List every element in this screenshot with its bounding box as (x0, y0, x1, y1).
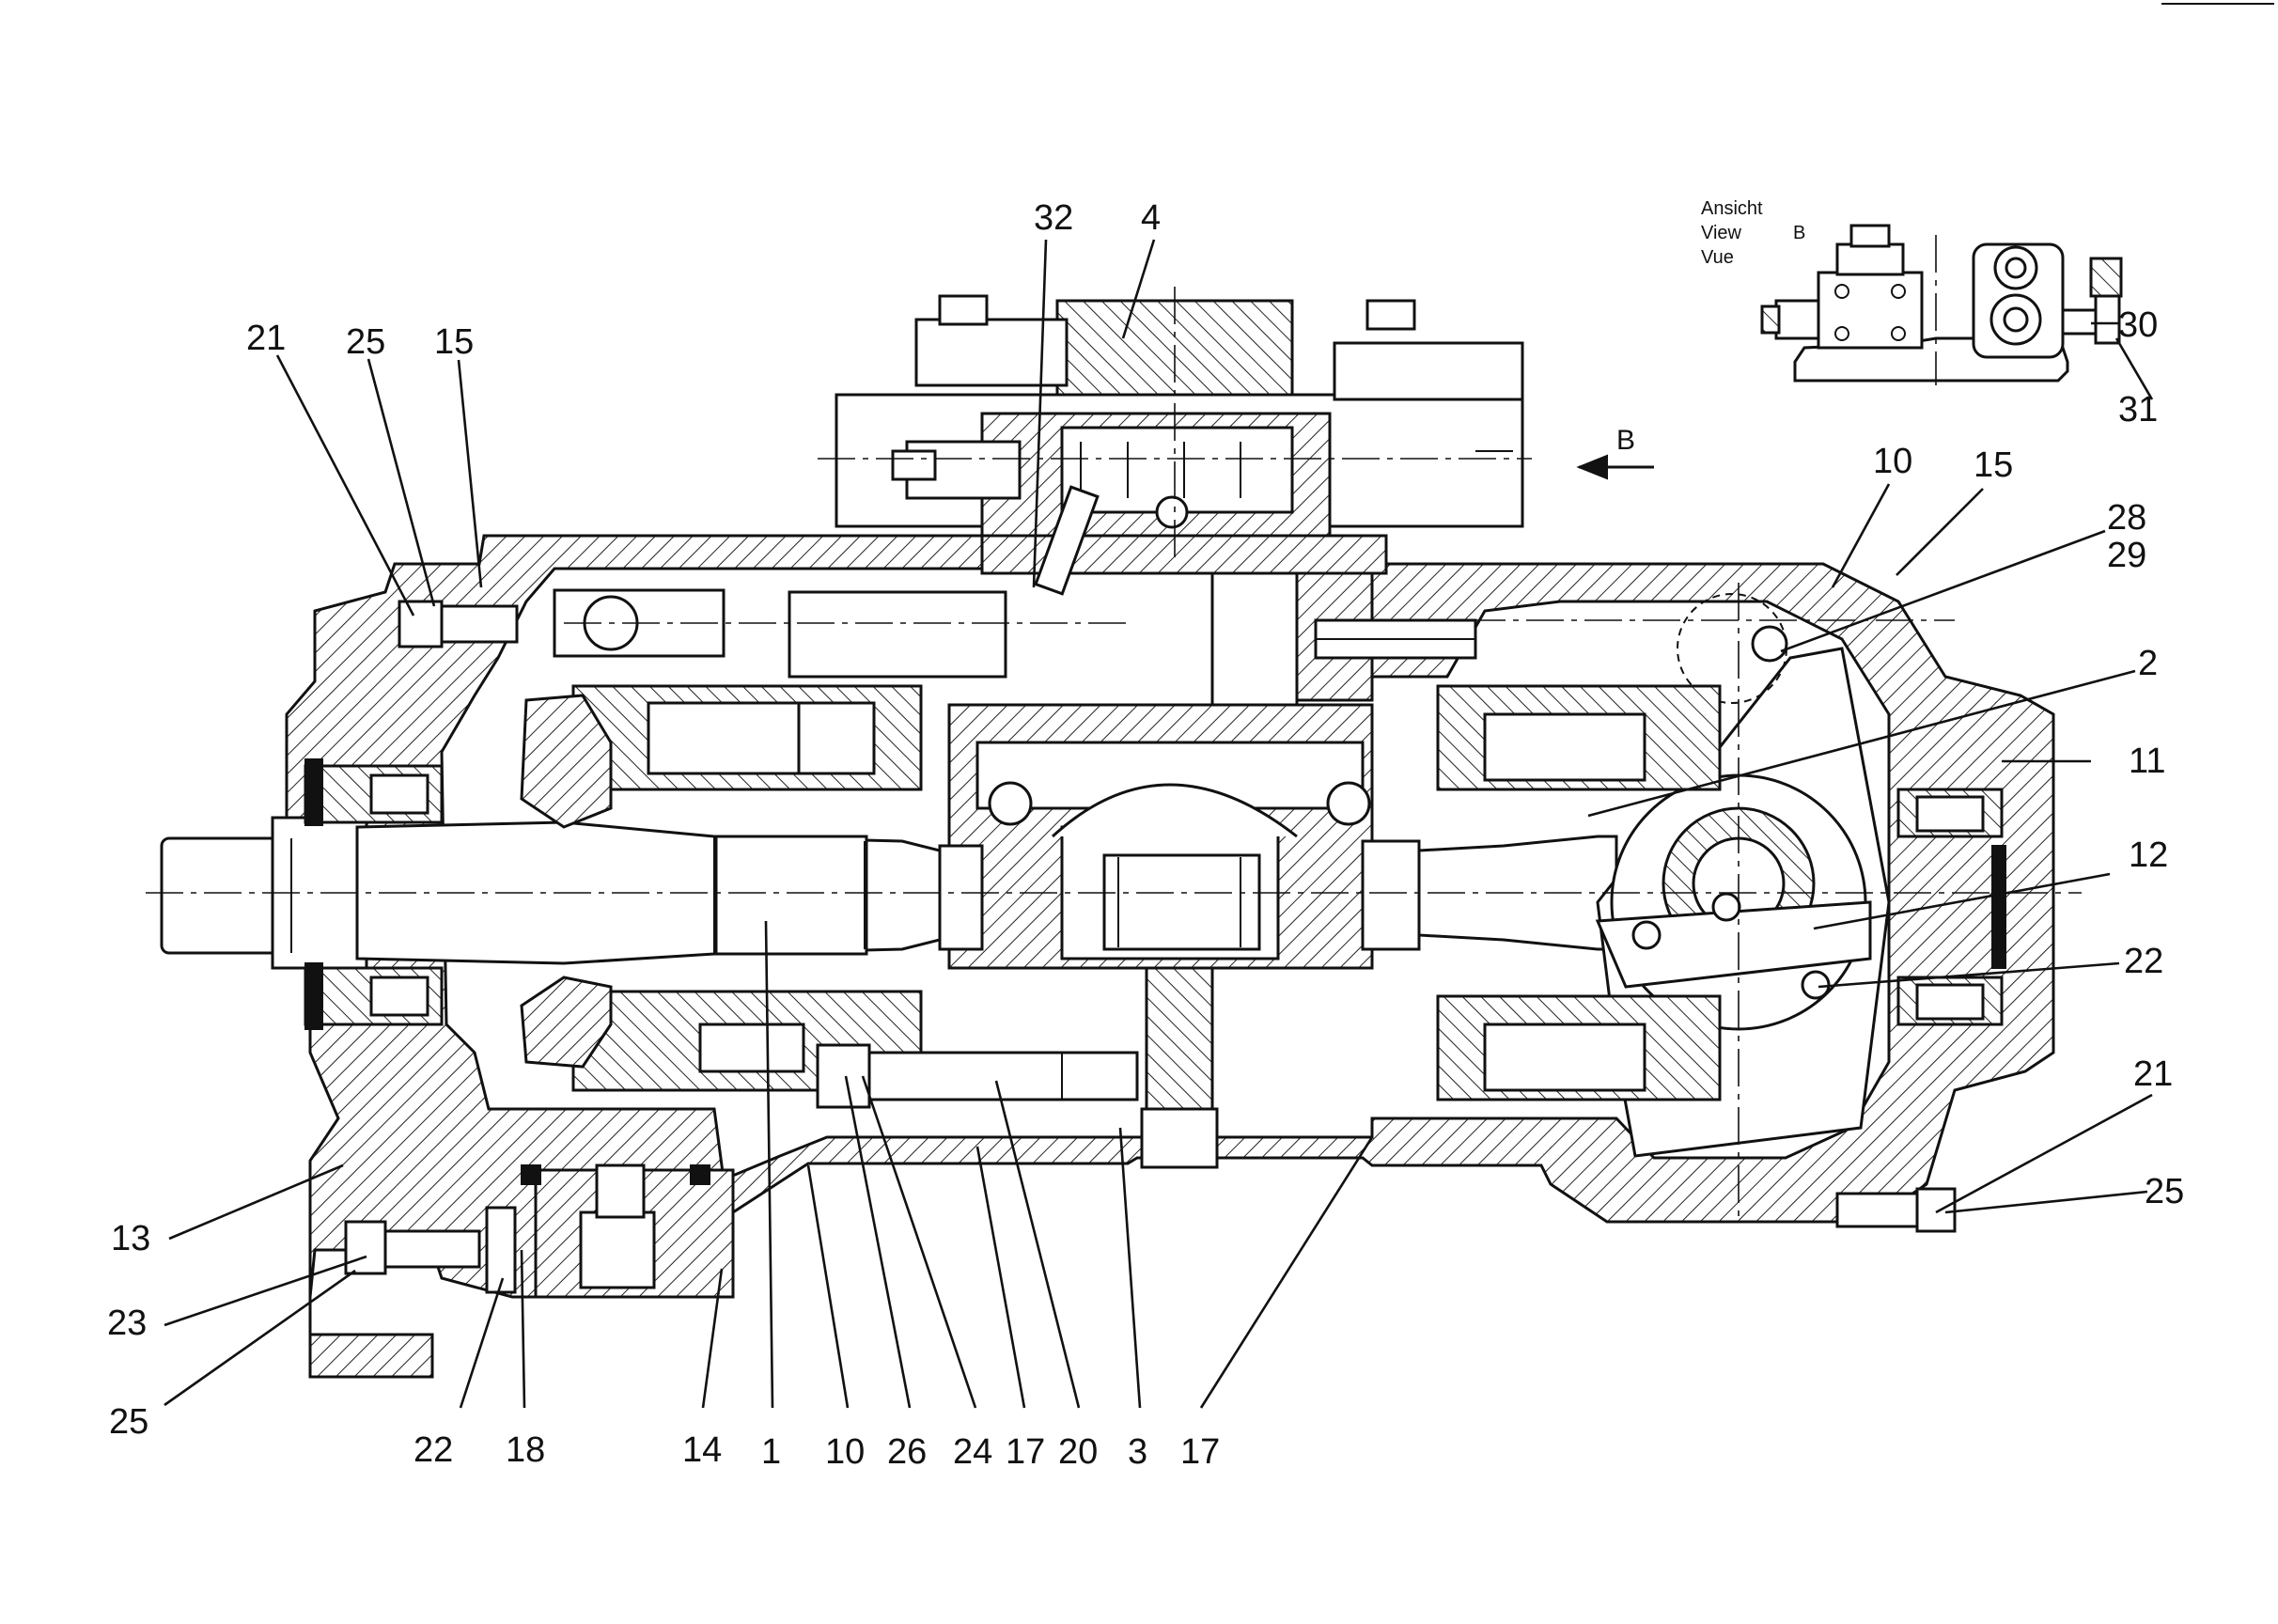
left-pistons (520, 684, 923, 1092)
label-32: 32 (1034, 198, 1073, 238)
label-13: 13 (111, 1219, 150, 1258)
label-4: 4 (1141, 198, 1161, 238)
label-21-top-left: 21 (246, 319, 286, 358)
label-21-right: 21 (2133, 1054, 2173, 1094)
label-12: 12 (2129, 835, 2168, 875)
label-20: 20 (1058, 1432, 1098, 1472)
tie-bolt (816, 1043, 1139, 1109)
label-10-top-right: 10 (1873, 442, 1912, 481)
label-15-top-right: 15 (1974, 445, 2013, 485)
right-pistons (1436, 684, 1722, 1101)
label-18: 18 (506, 1430, 545, 1470)
leader-lines (164, 239, 2154, 1409)
servo-cylinder (553, 562, 1477, 707)
label-11: 11 (2129, 742, 2165, 781)
control-valve (835, 294, 1524, 596)
view-b-arrow (1576, 454, 1654, 480)
label-30: 30 (2118, 305, 2158, 345)
caption-letter-b: B (1793, 223, 1805, 243)
label-25-top-left: 25 (346, 322, 385, 362)
label-22-bottom: 22 (413, 1430, 453, 1470)
label-17-bottom-1: 17 (1006, 1432, 1045, 1472)
label-24: 24 (953, 1432, 992, 1472)
caption-view: View (1701, 223, 1742, 243)
label-31: 31 (2118, 390, 2158, 429)
view-b-caption: Ansicht View Vue B (1701, 198, 1805, 268)
swash-plate (1595, 593, 1891, 1158)
center-block (938, 703, 1421, 1169)
label-14: 14 (682, 1430, 722, 1470)
label-26: 26 (887, 1432, 927, 1472)
label-22-right: 22 (2124, 942, 2163, 981)
caption-ansicht: Ansicht (1701, 198, 1763, 219)
label-10-bottom: 10 (825, 1432, 865, 1472)
label-2: 2 (2138, 644, 2158, 683)
caption-vue: Vue (1701, 247, 1734, 268)
fasteners (344, 600, 1957, 1299)
label-3: 3 (1128, 1432, 1147, 1472)
label-23: 23 (107, 1304, 147, 1343)
label-15-top-left: 15 (434, 322, 474, 362)
view-arrow-label-b: B (1616, 425, 1635, 456)
inset-view-b (1760, 224, 2123, 385)
label-17-bottom-2: 17 (1180, 1432, 1220, 1472)
label-1: 1 (761, 1432, 781, 1472)
label-25-left: 25 (109, 1402, 148, 1442)
label-28: 28 (2107, 498, 2146, 538)
part-labels: 32 4 21 25 15 30 31 10 15 28 29 2 11 12 … (107, 198, 2184, 1472)
label-29: 29 (2107, 536, 2146, 575)
left-bearing (304, 758, 444, 1030)
label-25-right: 25 (2145, 1172, 2184, 1211)
